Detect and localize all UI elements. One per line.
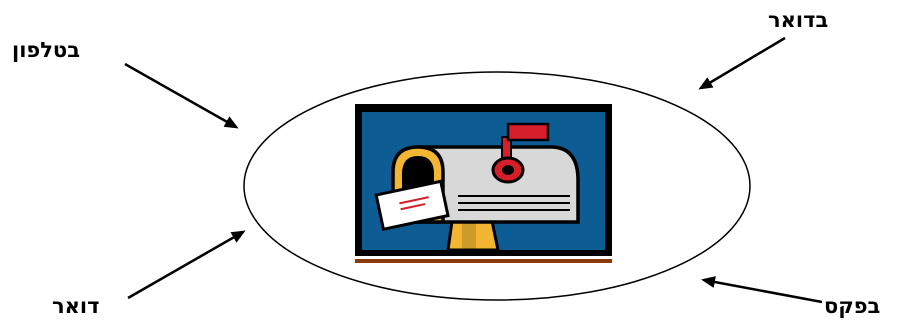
arrow-from-top-right (701, 38, 785, 88)
image-underline (355, 259, 612, 263)
label-bottom-left: דואר (52, 296, 100, 317)
label-top-right: בדואר (768, 10, 828, 31)
label-top-left: בטלפון (12, 40, 80, 61)
arrow-from-bottom-right (704, 280, 822, 302)
arrow-from-top-left (125, 64, 236, 127)
arrow-from-bottom-left (128, 232, 243, 298)
label-bottom-right: בפקס (824, 296, 880, 317)
mailbox-icon (355, 104, 612, 263)
